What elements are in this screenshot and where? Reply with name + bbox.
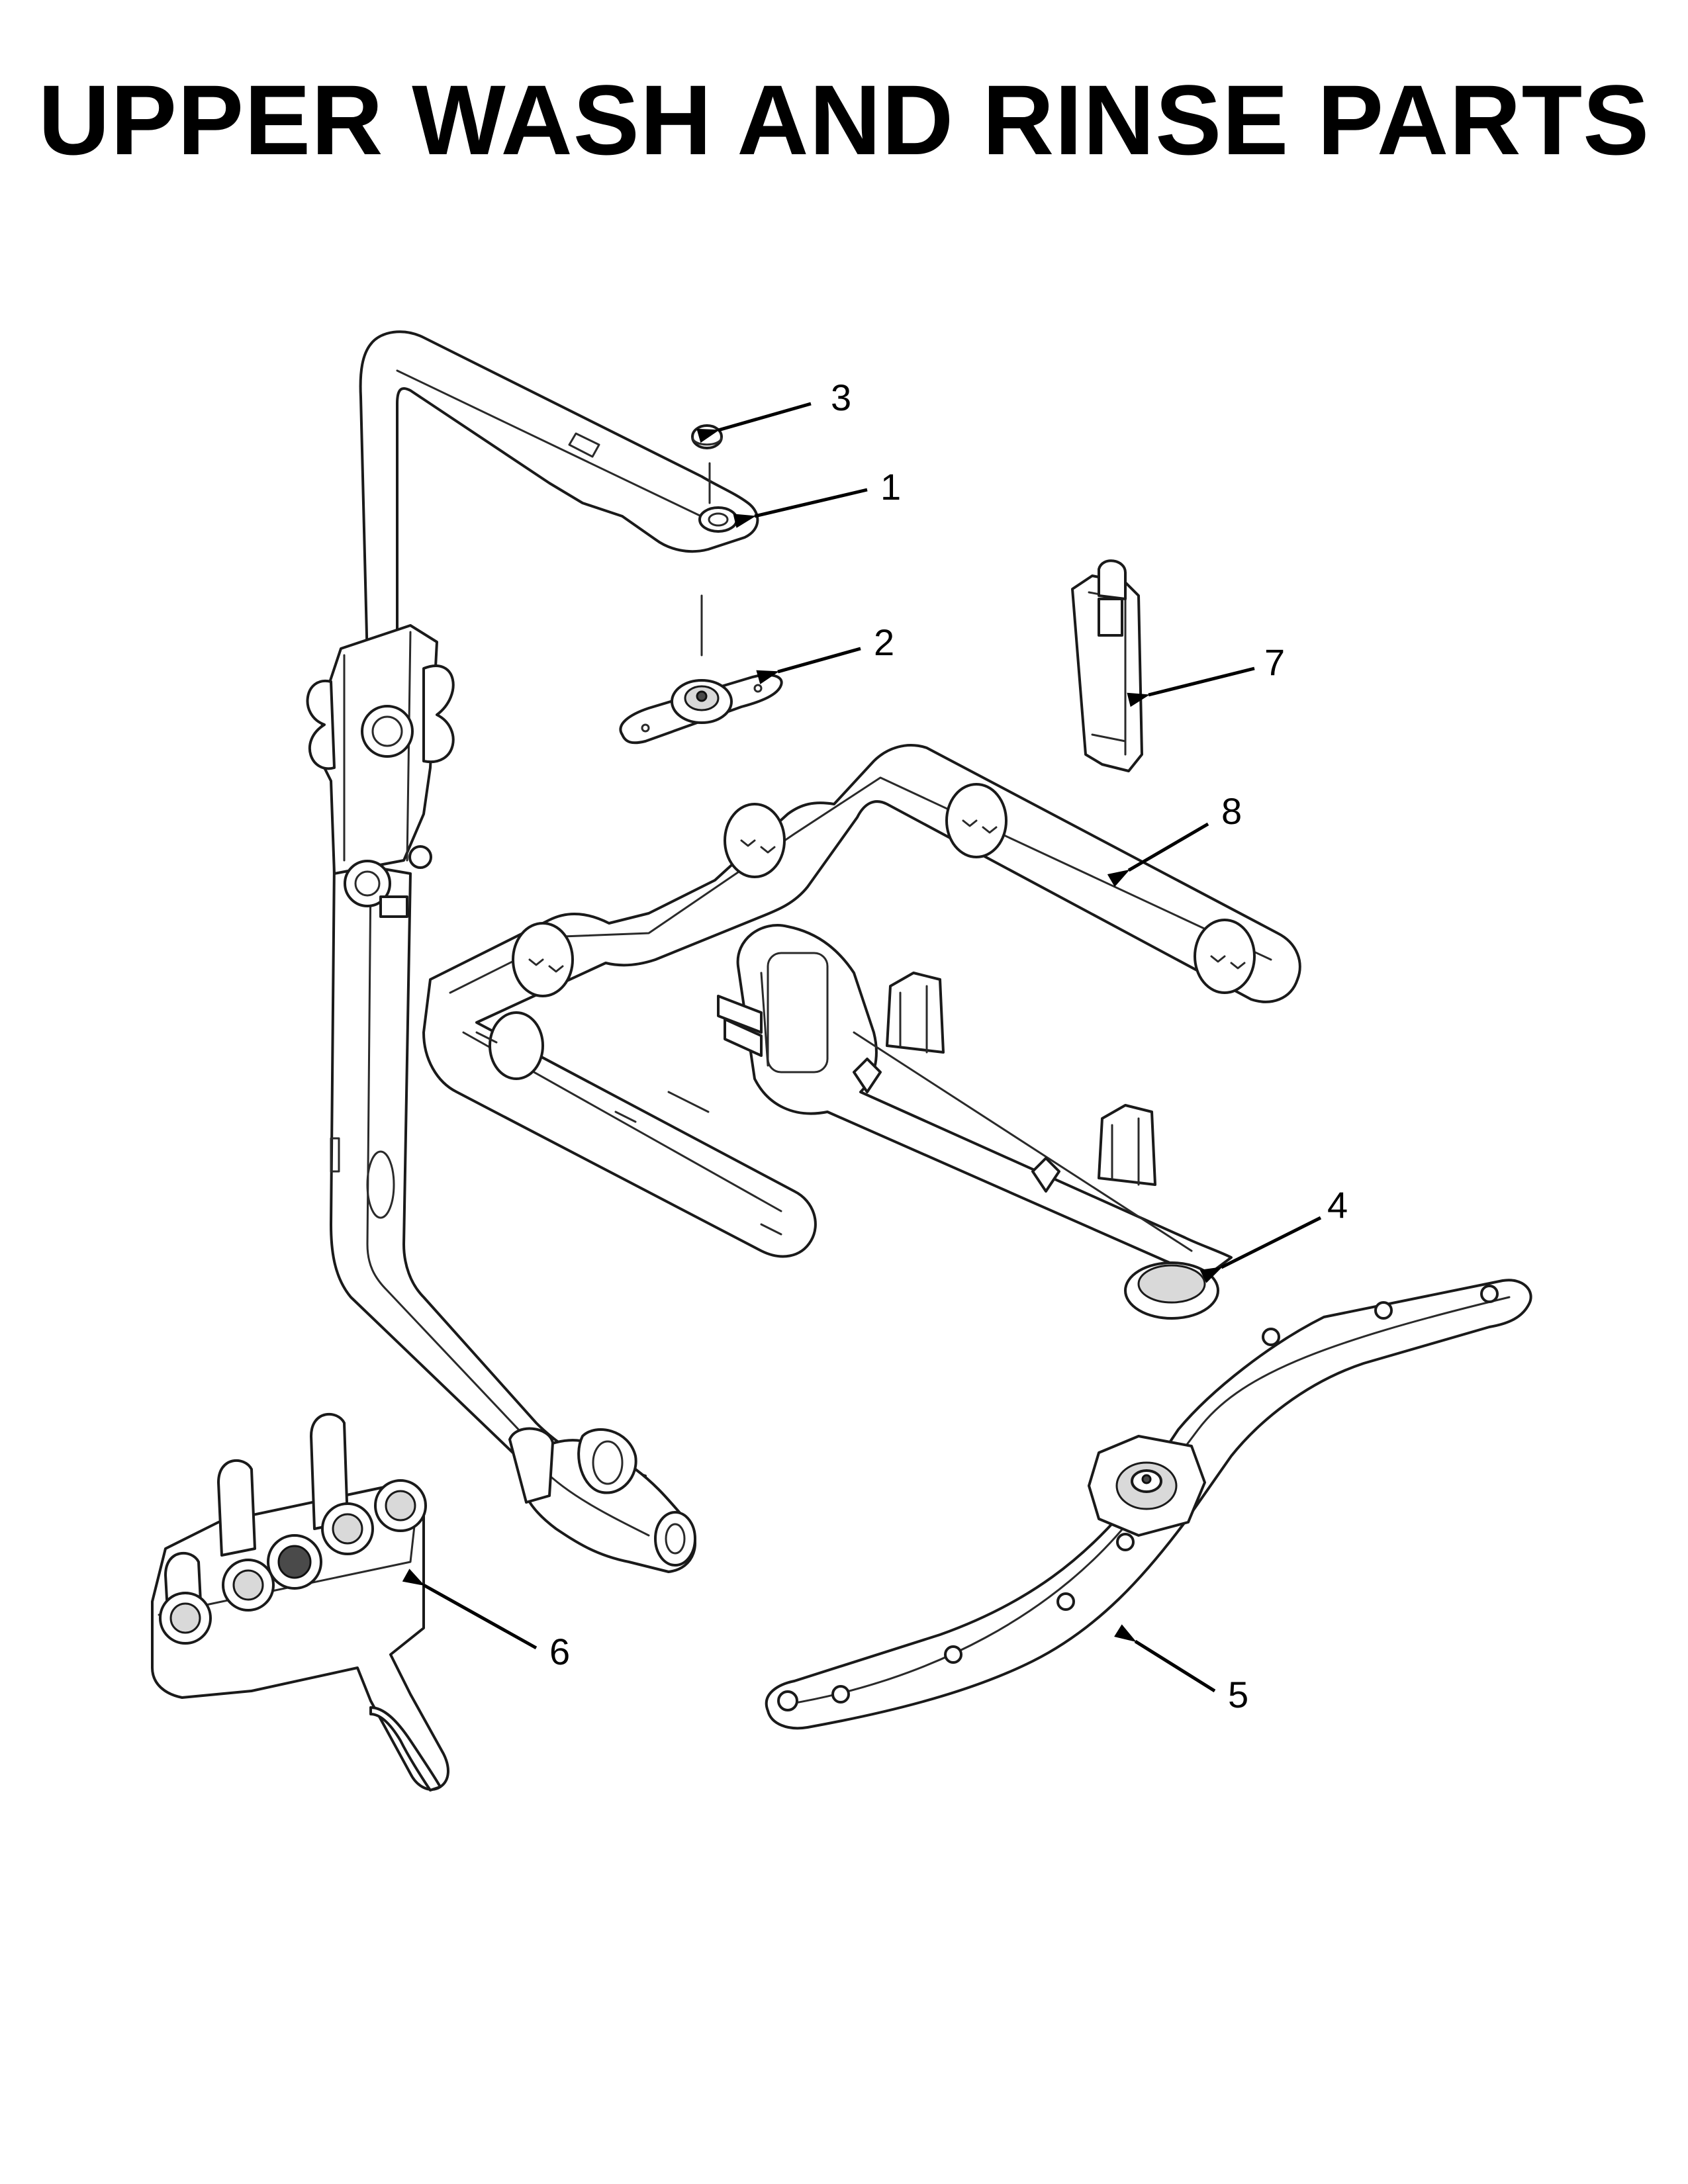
callout-2: 2 — [874, 621, 894, 663]
callout-5: 5 — [1228, 1674, 1248, 1715]
leader-2 — [756, 647, 861, 684]
part-3-cap — [691, 424, 723, 449]
callout-leaders — [402, 402, 1322, 1693]
part-6-bracket — [151, 1413, 449, 1792]
part-8-rack-frame — [422, 744, 1301, 1258]
part-2-spray-arm — [619, 673, 783, 745]
leader-7 — [1127, 666, 1255, 707]
part-5-spray-arm — [765, 1279, 1532, 1730]
leader-5 — [1114, 1624, 1216, 1693]
part-7-clip — [1071, 559, 1143, 772]
callout-6: 6 — [549, 1631, 570, 1672]
callout-7: 7 — [1264, 641, 1285, 683]
leader-3 — [696, 402, 812, 443]
leader-8 — [1107, 822, 1209, 887]
leader-6 — [402, 1569, 538, 1650]
callout-1: 1 — [880, 466, 901, 508]
page-title: UPPER WASH AND RINSE PARTS — [38, 64, 1650, 175]
callout-numbers: 3 1 2 7 8 4 5 6 — [549, 377, 1348, 1715]
part-4-manifold — [717, 924, 1233, 1320]
callout-8: 8 — [1221, 790, 1242, 832]
leader-4 — [1199, 1216, 1322, 1283]
supply-tube-assembly — [306, 330, 759, 1573]
callout-3: 3 — [831, 377, 851, 418]
callout-4: 4 — [1327, 1184, 1348, 1226]
leader-1 — [733, 488, 868, 528]
